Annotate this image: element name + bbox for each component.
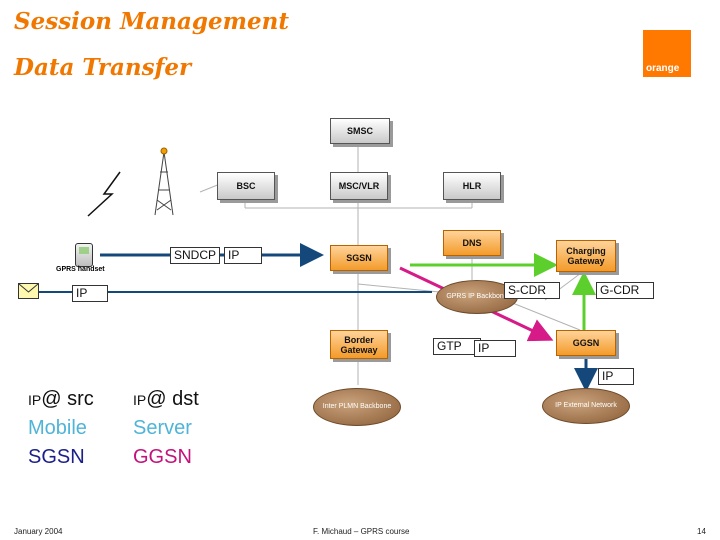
dst-server: Server <box>133 417 192 439</box>
sndcp-label: SNDCP <box>170 247 221 264</box>
scdr-label: S-CDR <box>504 282 560 299</box>
footer-page: 14 <box>697 527 706 536</box>
dst-header-prefix: IP <box>133 392 147 408</box>
gtp-label: GTP <box>433 338 481 355</box>
ip-label-top: IP <box>224 247 262 264</box>
antenna-tower-icon <box>154 147 174 216</box>
footer-date: January 2004 <box>14 527 63 536</box>
dns-node: DNS <box>443 230 501 256</box>
handset-label: GPRS handset <box>56 266 105 273</box>
handset-icon <box>75 243 93 267</box>
src-header: IP@ src <box>28 388 94 411</box>
src-mobile: Mobile <box>28 417 87 439</box>
footer-author: F. Michaud – GPRS course <box>313 527 410 536</box>
title-line-1: Session Management <box>14 8 289 35</box>
envelope-icon <box>18 283 39 299</box>
dst-header-text: @ dst <box>146 388 199 410</box>
src-sgsn: SGSN <box>28 446 85 468</box>
src-header-prefix: IP <box>28 392 42 408</box>
charging-gateway-node: Charging Gateway <box>556 240 616 272</box>
orange-logo: orange <box>643 30 691 77</box>
ip-label-right: IP <box>598 368 634 385</box>
ggsn-node: GGSN <box>556 330 616 356</box>
radio-link <box>87 171 121 217</box>
ip-label-left: IP <box>72 285 108 302</box>
gcdr-label: G-CDR <box>596 282 654 299</box>
logo-text: orange <box>646 63 680 74</box>
bsc-node: BSC <box>217 172 275 200</box>
dst-header: IP@ dst <box>133 388 199 411</box>
src-header-text: @ src <box>41 388 94 410</box>
msc-vlr-node: MSC/VLR <box>330 172 388 200</box>
smsc-node: SMSC <box>330 118 390 144</box>
inter-plmn-cloud: Inter PLMN Backbone <box>313 388 401 426</box>
hlr-node: HLR <box>443 172 501 200</box>
title-line-2: Data Transfer <box>14 54 192 81</box>
external-network-cloud: IP External Network <box>542 388 630 424</box>
dst-ggsn: GGSN <box>133 446 192 468</box>
ip-label-gtp: IP <box>474 340 516 357</box>
border-gateway-node: Border Gateway <box>330 330 388 359</box>
sgsn-node: SGSN <box>330 245 388 271</box>
